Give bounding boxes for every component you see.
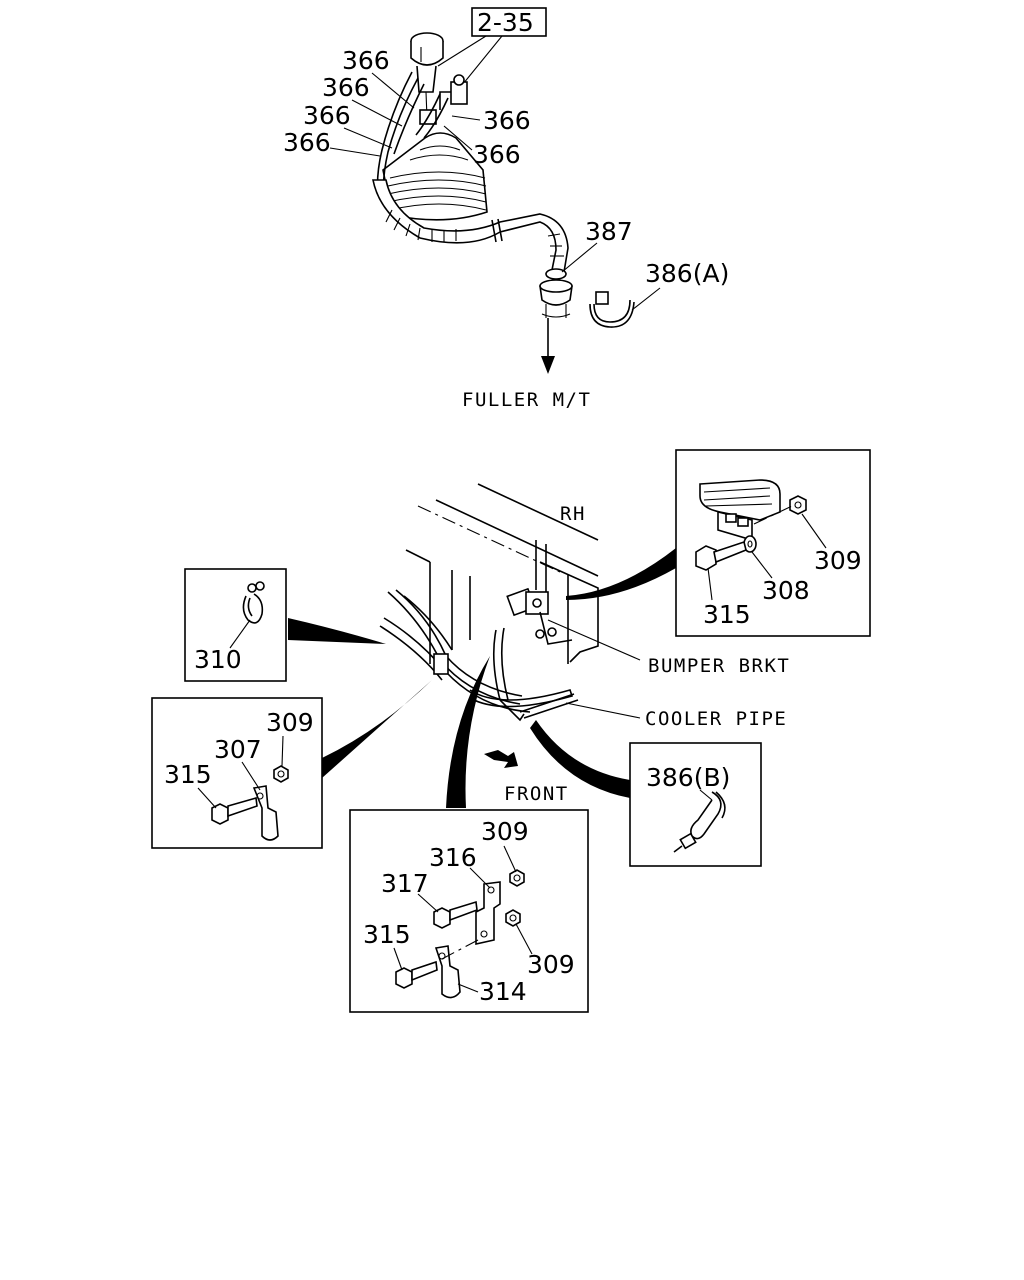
shift-knob-icon — [410, 32, 444, 125]
callout-309: 309 — [814, 546, 862, 575]
ref-box — [471, 7, 547, 37]
leader-right — [530, 720, 630, 798]
band-clamp-icon — [589, 291, 635, 328]
inset-mid-left: 310 — [184, 568, 287, 682]
rh-label: RH — [560, 503, 586, 525]
bottom-assembly: RH BUMPER BRKT COOLER PIPE FRONT — [151, 449, 871, 1013]
nut-icon — [789, 495, 807, 515]
callout-314: 314 — [479, 977, 527, 1006]
callout-307: 307 — [214, 735, 262, 764]
frame-icon — [405, 483, 599, 664]
shift-boot-icon — [382, 132, 488, 221]
callout-366-5: 366 — [483, 106, 531, 135]
bolt-icon — [395, 960, 438, 989]
grommet-icon — [539, 268, 573, 318]
bolt-icon — [695, 540, 747, 571]
callout-315: 315 — [703, 600, 751, 629]
callout-308: 308 — [762, 576, 810, 605]
callout-366-1: 366 — [342, 46, 390, 75]
cooler-pipe-label: COOLER PIPE — [645, 708, 787, 730]
inset-center: 309 316 317 315 309 314 — [349, 809, 589, 1013]
front-arrow-icon — [484, 750, 518, 768]
inset-left: 309 307 315 — [151, 697, 323, 849]
arrow-icon — [541, 318, 555, 374]
leader-mid-left — [288, 618, 386, 644]
inset-top-right: 309 308 315 — [675, 449, 871, 637]
callout-366-4: 366 — [283, 128, 331, 157]
nut-icon — [509, 869, 525, 887]
band-clamp-icon — [699, 479, 781, 542]
callout-316: 316 — [429, 843, 477, 872]
fuller-mt-label: FULLER M/T — [462, 389, 591, 411]
switch-icon — [439, 74, 468, 110]
callout-310: 310 — [194, 645, 242, 674]
callout-366-2: 366 — [322, 73, 370, 102]
callout-315: 315 — [363, 920, 411, 949]
callout-317: 317 — [381, 869, 429, 898]
nut-icon — [273, 765, 289, 783]
leader-center — [446, 656, 490, 808]
callout-309-b: 309 — [527, 950, 575, 979]
cable-tie-icon — [673, 791, 726, 853]
callout-386b: 386(B) — [646, 763, 730, 792]
callout-386a: 386(A) — [645, 259, 729, 288]
callout-366-6: 366 — [473, 140, 521, 169]
bracket-icon — [475, 881, 501, 945]
nut-icon — [505, 909, 521, 927]
top-assembly: 2-35 — [283, 7, 729, 411]
callout-366-3: 366 — [303, 101, 351, 130]
callout-309-a: 309 — [481, 817, 529, 846]
front-label: FRONT — [504, 783, 569, 805]
cooler-pipe-icon — [469, 689, 579, 719]
leader-top-right — [566, 548, 676, 600]
inset-right: 386(B) — [629, 742, 762, 867]
bracket-icon — [252, 785, 279, 841]
bolt-icon — [433, 900, 478, 929]
ref-box-label: 2-35 — [477, 8, 534, 37]
leader-left — [322, 680, 432, 778]
callout-315: 315 — [164, 760, 212, 789]
callout-387: 387 — [585, 217, 633, 246]
callout-309: 309 — [266, 708, 314, 737]
bolt-icon — [211, 796, 258, 825]
clip-icon — [242, 581, 265, 624]
bumper-brkt-label: BUMPER BRKT — [648, 655, 790, 677]
